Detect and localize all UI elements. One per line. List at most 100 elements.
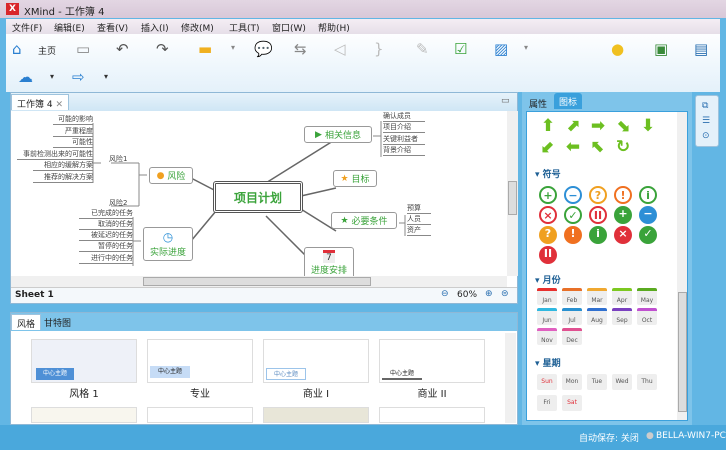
subtopic-risk1[interactable]: 风险1 [109,155,128,163]
month-icon[interactable]: Nov [537,328,557,345]
month-icon[interactable]: Jun [537,308,557,325]
fit-icon[interactable]: ⊜ [501,289,509,299]
leaf[interactable]: 已完成的任务 [79,209,133,219]
overview-icon[interactable]: ⊙ [702,131,710,141]
callout-icon[interactable]: 💬 [254,40,273,58]
topic-requirements[interactable]: ★必要条件 [331,212,397,229]
weekday-icon[interactable]: Wed [612,374,632,390]
symbol-icon[interactable]: i [589,226,607,244]
symbol-icon[interactable]: ! [564,226,582,244]
style-thumb-3[interactable]: 中心主题 [263,339,369,383]
arrow-icon[interactable]: ⬇ [640,116,656,136]
zoom-in-icon[interactable]: ⊕ [485,289,493,299]
menu-tools[interactable]: 工具(T) [229,24,260,34]
month-icon[interactable]: May [637,288,657,305]
dropdown-icon[interactable]: ▾ [524,43,529,52]
home-icon[interactable]: ⌂ [12,40,22,58]
leaf[interactable]: 事前检测出来的可能性 [17,150,93,160]
symbol-icon[interactable]: II [589,206,607,224]
presentation-icon[interactable]: ▣ [654,40,669,58]
leaf[interactable]: 可能的影响 [53,115,93,125]
section-symbols[interactable]: ▾ 符号 [535,170,561,180]
autosave-status[interactable]: 自动保存: 关闭 [579,434,639,444]
symbol-icon[interactable]: ✓ [564,206,582,224]
outline-icon[interactable]: ☰ [702,116,711,126]
leaf[interactable]: 确认成员 [383,112,425,122]
arrow-icon[interactable]: ➡ [590,116,606,136]
zoom-out-icon[interactable]: ⊖ [441,289,449,299]
leaf[interactable]: 项目介绍 [383,123,425,133]
subtopic-risk2[interactable]: 风险2 [109,199,128,207]
topic-goal[interactable]: ★目标 [333,170,377,187]
vertical-scrollbar[interactable] [505,333,516,423]
tab-icons[interactable]: 图标 [554,93,583,109]
redo-icon[interactable]: ↷ [156,40,169,58]
menu-modify[interactable]: 修改(M) [181,24,214,34]
section-months[interactable]: ▾ 月份 [535,276,561,286]
export-icon[interactable]: ⇨ [72,68,85,86]
scroll-thumb[interactable] [143,277,371,286]
tab-gantt[interactable]: 甘特图 [44,319,72,329]
image-icon[interactable]: ▨ [494,40,509,58]
arrow-icon[interactable]: ⬋ [540,137,556,157]
style-thumb[interactable] [263,407,369,423]
leaf[interactable]: 被延迟的任务 [79,231,133,241]
symbol-icon[interactable]: II [539,246,557,264]
central-topic[interactable]: 项目计划 [213,181,303,213]
scroll-thumb[interactable] [678,292,687,412]
section-week[interactable]: ▾ 星期 [535,359,561,369]
style-thumb[interactable] [147,407,253,423]
menu-edit[interactable]: 编辑(E) [54,24,85,34]
leaf[interactable]: 可能性 [53,138,93,148]
menu-help[interactable]: 帮助(H) [318,24,350,34]
topic-icon[interactable]: ▬ [198,40,213,58]
weekday-icon[interactable]: Mon [562,374,582,390]
month-icon[interactable]: Aug [587,308,607,325]
menu-file[interactable]: 文件(F) [12,24,43,34]
month-icon[interactable]: Apr [612,288,632,305]
menu-view[interactable]: 查看(V) [97,24,129,34]
month-icon[interactable]: Mar [587,288,607,305]
boundary-icon[interactable]: ◁ [334,40,346,58]
style-thumb-2[interactable]: 中心主题 [147,339,253,383]
tab-workbook[interactable]: 工作簿 4 ✕ [11,94,70,110]
symbol-icon[interactable]: − [564,186,582,204]
month-icon[interactable]: Dec [562,328,582,345]
month-icon[interactable]: Jan [537,288,557,305]
symbol-icon[interactable]: ? [539,226,557,244]
leaf[interactable]: 资产 [407,226,431,236]
month-icon[interactable]: Feb [562,288,582,305]
leaf[interactable]: 背景介绍 [383,146,425,156]
home-button[interactable]: 主页 [38,47,57,57]
menu-insert[interactable]: 插入(I) [141,24,169,34]
weekday-icon[interactable]: Sun [537,374,557,390]
weekday-icon[interactable]: Thu [637,374,657,390]
month-icon[interactable]: Jul [562,308,582,325]
tab-properties[interactable]: 属性 [529,100,548,110]
horizontal-scrollbar[interactable] [11,276,507,287]
leaf[interactable]: 取消的任务 [79,220,133,230]
tab-style[interactable]: 风格 [11,314,42,330]
sheet-tab[interactable]: Sheet 1 [15,290,54,300]
symbol-icon[interactable]: × [614,226,632,244]
dropdown-icon[interactable]: ▾ [231,43,236,52]
topic-risk[interactable]: ●风险 [149,167,193,184]
arrow-icon[interactable]: ⬅ [565,137,581,157]
arrow-icon[interactable]: ⬊ [615,116,631,136]
dropdown-icon[interactable]: ▾ [50,72,55,81]
symbol-icon[interactable]: + [614,206,632,224]
weekday-icon[interactable]: Sat [562,395,582,411]
share-icon[interactable]: ▤ [694,40,709,58]
symbol-icon[interactable]: ! [614,186,632,204]
style-thumb[interactable] [379,407,485,423]
vertical-scrollbar[interactable] [677,112,687,420]
leaf[interactable]: 暂停的任务 [79,242,133,252]
upload-cloud-icon[interactable]: ☁ [18,68,33,86]
symbol-icon[interactable]: + [539,186,557,204]
dropdown-icon[interactable]: ▾ [104,72,109,81]
style-thumb-1[interactable]: 中心主题 [31,339,137,383]
vertical-scrollbar[interactable] [507,111,518,276]
leaf[interactable]: 严重程度 [53,127,93,137]
